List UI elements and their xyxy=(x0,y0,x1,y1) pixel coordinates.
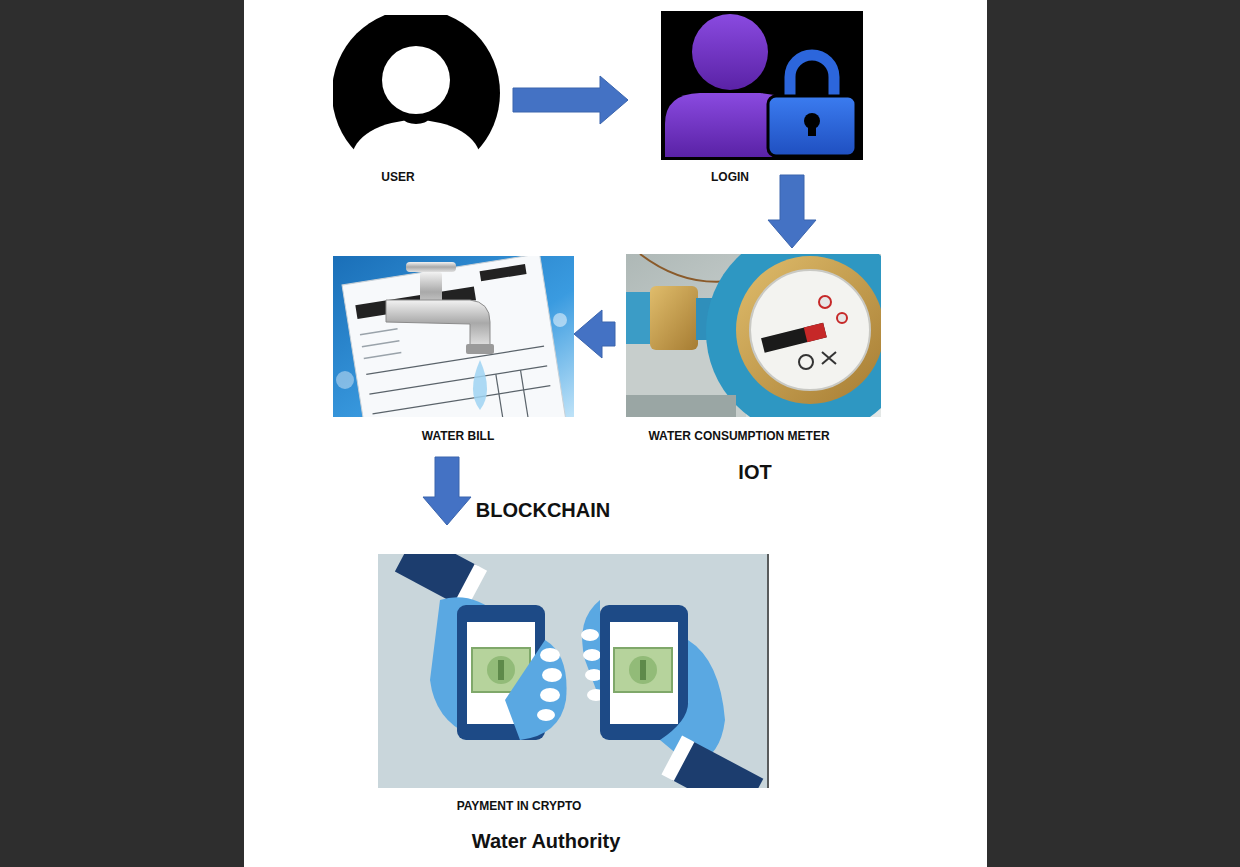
water-meter-photo xyxy=(626,254,881,417)
node-heading: IOT xyxy=(738,461,771,483)
image-node: LOGIN xyxy=(661,11,863,160)
block-arrow xyxy=(768,175,816,248)
image-node: WATER CONSUMPTION METERIOT xyxy=(626,254,881,417)
image-node: USER xyxy=(333,15,500,158)
block-arrow xyxy=(513,76,628,124)
node-label: USER xyxy=(381,171,414,184)
edge-label: BLOCKCHAIN xyxy=(474,499,612,521)
block-arrow xyxy=(423,457,471,525)
node-label: LOGIN xyxy=(711,171,749,184)
node-heading: Water Authority xyxy=(472,830,621,852)
node-label: WATER BILL xyxy=(422,430,494,443)
image-node: PAYMENT IN CRYPTOWater Authority xyxy=(378,554,769,788)
user-icon xyxy=(333,15,500,158)
crypto-payment-picture xyxy=(378,554,769,788)
image-node: WATER BILL xyxy=(333,256,574,417)
water-bill-picture xyxy=(333,256,574,417)
node-label: PAYMENT IN CRYPTO xyxy=(457,800,582,813)
node-label: WATER CONSUMPTION METER xyxy=(648,430,829,443)
block-arrow xyxy=(574,310,615,358)
login-icon xyxy=(661,11,863,160)
